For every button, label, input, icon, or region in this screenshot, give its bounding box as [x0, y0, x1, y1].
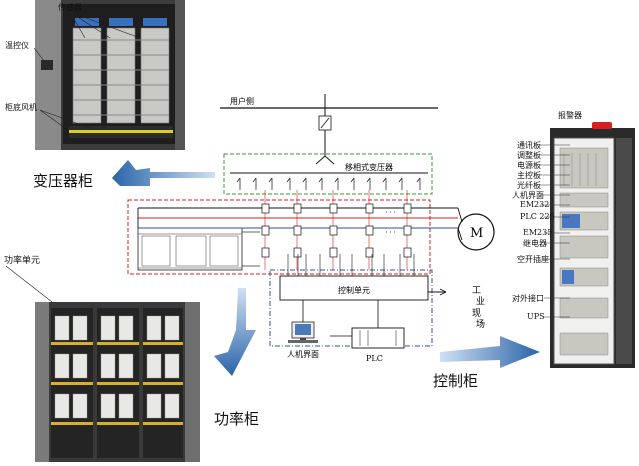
label-user-side: 用户侧 [230, 96, 254, 106]
label-site-2: 业 [476, 296, 485, 307]
arrow-to-control-cabinet [440, 336, 540, 368]
arrow-to-power-cabinet [214, 288, 256, 376]
power-cabinet-photo [35, 302, 200, 462]
label-bottom-fan: 柜底风机 [5, 103, 37, 112]
label-main-control-board: 主控板 [517, 171, 541, 180]
transformer-label-leaders [33, 11, 141, 129]
label-sensor: 传感器 [58, 3, 82, 12]
label-em235: EM235 [523, 228, 553, 237]
wire [457, 207, 463, 223]
power-box [127, 199, 431, 275]
label-hmi-photo: 人机界面 [512, 191, 544, 200]
label-ups: UPS [527, 312, 545, 321]
wire [457, 227, 463, 241]
control-box [269, 269, 433, 347]
power-cabinet-image [35, 302, 200, 462]
label-plc226: PLC 226 [520, 212, 555, 221]
wire [334, 177, 339, 183]
control-label-leaders [540, 144, 570, 318]
label-alarm: 报警器 [558, 111, 582, 120]
power-cell [365, 225, 374, 236]
label-hmi: 人机界面 [287, 349, 319, 359]
power-unit-leader [5, 265, 53, 303]
title-transformer-cabinet: 变压器柜 [33, 172, 94, 190]
label-fiber-board: 光纤板 [517, 181, 541, 190]
control-unit [279, 275, 429, 301]
wire [382, 177, 387, 183]
label-phase-shift-transformer: 移相式变压器 [345, 162, 393, 172]
label-power-board: 电源板 [517, 161, 541, 170]
wire [268, 177, 273, 183]
alarm-light [592, 122, 612, 129]
wire [252, 177, 257, 183]
power-cell [261, 225, 270, 236]
label-site-3: 现 [472, 308, 481, 319]
control-cabinet-photo [550, 128, 635, 368]
power-cell [329, 247, 338, 258]
label-control-unit: 控制单元 [338, 285, 370, 295]
title-control-cabinet: 控制柜 [433, 372, 479, 390]
power-cell [403, 247, 412, 258]
power-cell [293, 247, 302, 258]
arrow-to-transformer [112, 160, 215, 186]
label-temp-controller: 温控仪 [5, 41, 29, 50]
label-switch-socket: 空开插座 [517, 255, 549, 264]
label-external-interface: 对外接口 [512, 294, 544, 303]
title-power-cabinet: 功率柜 [214, 410, 260, 428]
wire [286, 177, 291, 183]
label-comm-board: 通讯板 [517, 141, 541, 150]
power-cell [365, 203, 374, 214]
label-adjust-board: 调整板 [517, 151, 541, 160]
label-relay: 继电器 [523, 239, 547, 248]
wire [366, 177, 371, 183]
wire [398, 177, 403, 183]
power-cell [261, 203, 270, 214]
power-cell [403, 203, 412, 214]
wire [236, 177, 241, 183]
wire [350, 177, 355, 183]
wire [318, 177, 323, 183]
motor [457, 213, 495, 251]
transformer-cabinet-photo [35, 0, 185, 150]
label-em232: EM232 [520, 200, 550, 209]
wiring [137, 177, 463, 276]
label-motor: M [470, 226, 483, 241]
label-site-1: 工 [472, 286, 481, 296]
label-power-unit: 功率单元 [4, 256, 41, 266]
power-cell [293, 225, 302, 236]
power-cell [329, 203, 338, 214]
label-site-4: 场 [476, 319, 485, 330]
power-cell [261, 247, 270, 258]
power-cell [329, 225, 338, 236]
power-cell [365, 247, 374, 258]
control-cabinet-image [550, 128, 635, 368]
wire [416, 177, 421, 183]
power-cell [403, 225, 412, 236]
wire [302, 177, 307, 183]
power-cell [293, 203, 302, 214]
transformer-cabinet-image [35, 0, 185, 150]
transformer-box [223, 153, 433, 195]
label-plc: PLC [366, 354, 383, 363]
